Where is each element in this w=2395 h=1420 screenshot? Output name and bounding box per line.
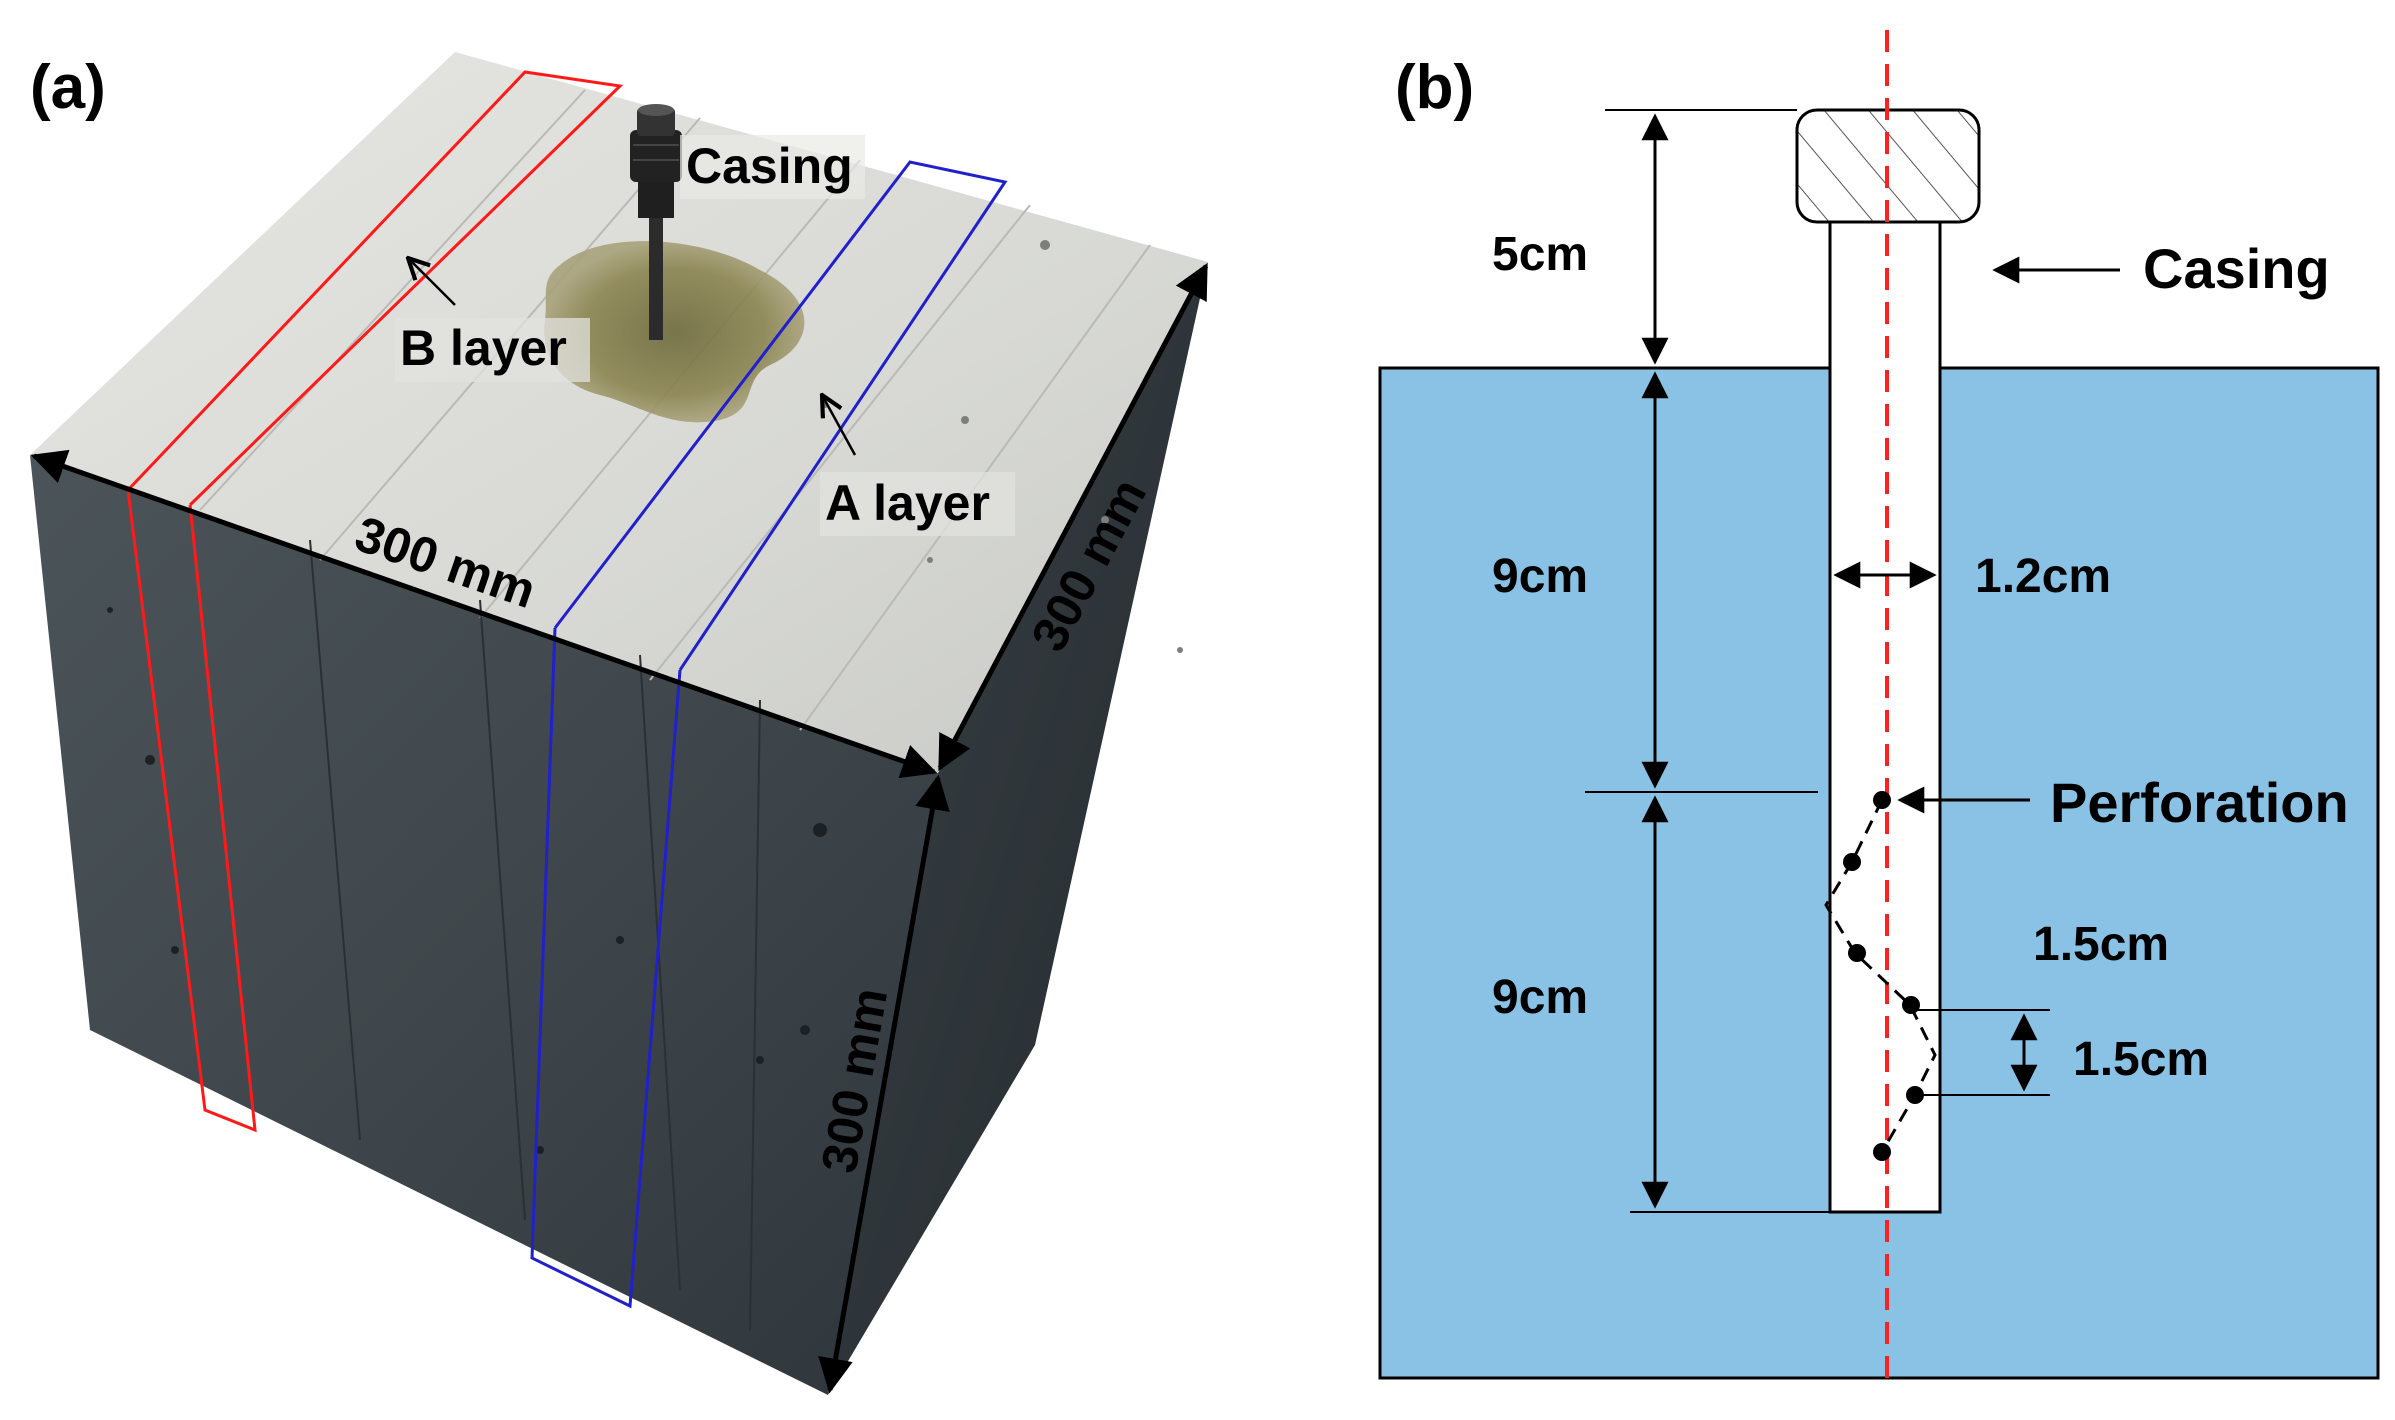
- oil-stain: [544, 241, 805, 423]
- a-layer-label: A layer: [825, 475, 990, 531]
- dim-diameter-label: 1.2cm: [1975, 550, 2111, 603]
- casing-label-a: Casing: [686, 138, 853, 194]
- panel-b-label: (b): [1395, 53, 1474, 122]
- panel-a: (a): [30, 52, 1209, 1395]
- perforation-holes: [1843, 791, 1924, 1161]
- casing-label-b: Casing: [2143, 237, 2330, 300]
- extension-lines: [1585, 109, 2050, 1213]
- b-layer-outline: [126, 70, 624, 1133]
- panel-b: (b): [1378, 30, 2380, 1390]
- dimension-arrows-b: [1641, 113, 2120, 1209]
- panel-a-label: (a): [30, 53, 106, 122]
- casing-tube: [630, 104, 682, 340]
- dim-9cm-lower-label: 9cm: [1492, 971, 1588, 1024]
- dim-9cm-upper-label: 9cm: [1492, 550, 1588, 603]
- annotation-pointers: [408, 258, 857, 456]
- dim-5cm-label: 5cm: [1492, 228, 1588, 281]
- dim-spacing-1-label: 1.5cm: [2033, 918, 2169, 971]
- b-layer-label: B layer: [400, 320, 567, 376]
- a-layer-outline: [530, 160, 1008, 1309]
- cube-dimension-arrows: [30, 262, 1209, 1394]
- perforation-label: Perforation: [2050, 771, 2349, 834]
- dim-spacing-2-label: 1.5cm: [2073, 1033, 2209, 1086]
